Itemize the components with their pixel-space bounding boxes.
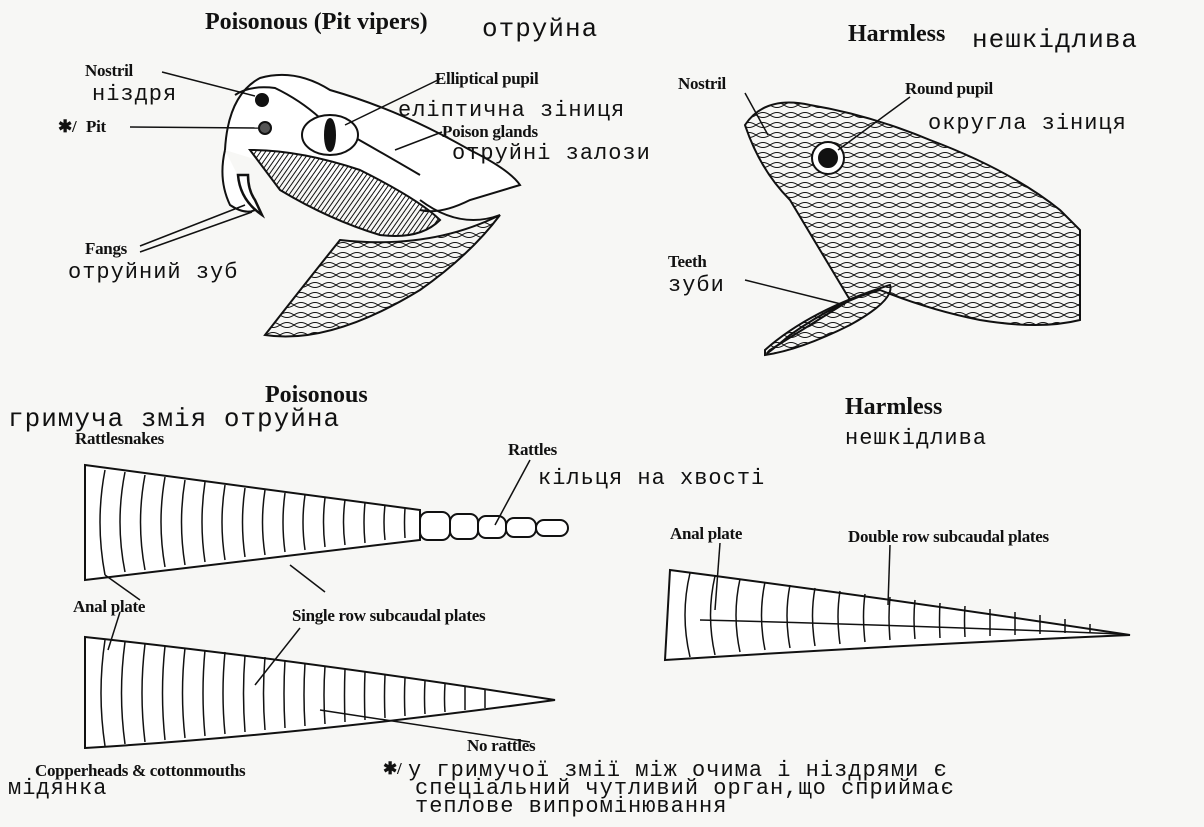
fangs-label: Fangs: [85, 240, 127, 257]
elliptical-pupil-shape: [325, 119, 335, 151]
viper-nostril-label: Nostril: [85, 62, 133, 79]
elliptical-pupil-label: Elliptical pupil: [435, 70, 538, 87]
top-right-title-en: Harmless: [848, 22, 945, 46]
top-left-title-ua: отруйна: [482, 16, 598, 42]
pit-footnote-marker: ✱/: [58, 118, 76, 135]
top-right-title-ua: нешкідлива: [972, 27, 1138, 53]
copperheads-label-ua: мідянка: [8, 778, 107, 800]
rattles-label: Rattles: [508, 441, 557, 458]
copperhead-tail: [85, 637, 555, 748]
bottom-left-title-ua: гримуча змія отруйна: [8, 406, 340, 432]
rattlesnake-anal-plate-label: Anal plate: [73, 598, 145, 615]
teeth-label-ua: зуби: [668, 275, 725, 297]
bottom-right-title-en: Harmless: [845, 395, 942, 419]
harmless-tail: [665, 570, 1130, 660]
viper-pit: [259, 122, 271, 134]
rattle-segments: [420, 512, 568, 540]
rattles-label-ua: кільця на хвості: [538, 468, 765, 490]
round-pupil-label-ua: округла зіниця: [928, 113, 1127, 135]
no-rattles-label: No rattles: [467, 737, 535, 754]
fangs-label-ua: отруйний зуб: [68, 262, 238, 284]
viper-nostril-label-ua: ніздря: [92, 84, 177, 106]
teeth-label: Teeth: [668, 253, 707, 270]
double-row-plates-label: Double row subcaudal plates: [848, 528, 1049, 545]
top-left-title-en: Poisonous (Pit vipers): [205, 10, 428, 34]
poison-glands-label-ua: отруйні залози: [452, 143, 651, 165]
round-pupil-label: Round pupil: [905, 80, 993, 97]
pit-label: Pit: [86, 118, 106, 135]
harmless-anal-plate-label: Anal plate: [670, 525, 742, 542]
viper-nostril: [256, 94, 268, 106]
harmless-lower-jaw: [765, 285, 891, 355]
single-row-plates-label: Single row subcaudal plates: [292, 607, 485, 624]
poison-glands-label: Poison glands: [442, 123, 538, 140]
harmless-head: [745, 103, 1080, 356]
harmless-nostril-label: Nostril: [678, 75, 726, 92]
rattlesnakes-label: Rattlesnakes: [75, 430, 164, 447]
round-pupil-shape: [819, 149, 837, 167]
elliptical-pupil-label-ua: еліптична зіниця: [398, 100, 625, 122]
bottom-right-title-ua: нешкідлива: [845, 428, 987, 450]
footnote-marker: ✱/: [383, 760, 401, 777]
footnote-line-3: теплове випромінювання: [415, 796, 727, 818]
